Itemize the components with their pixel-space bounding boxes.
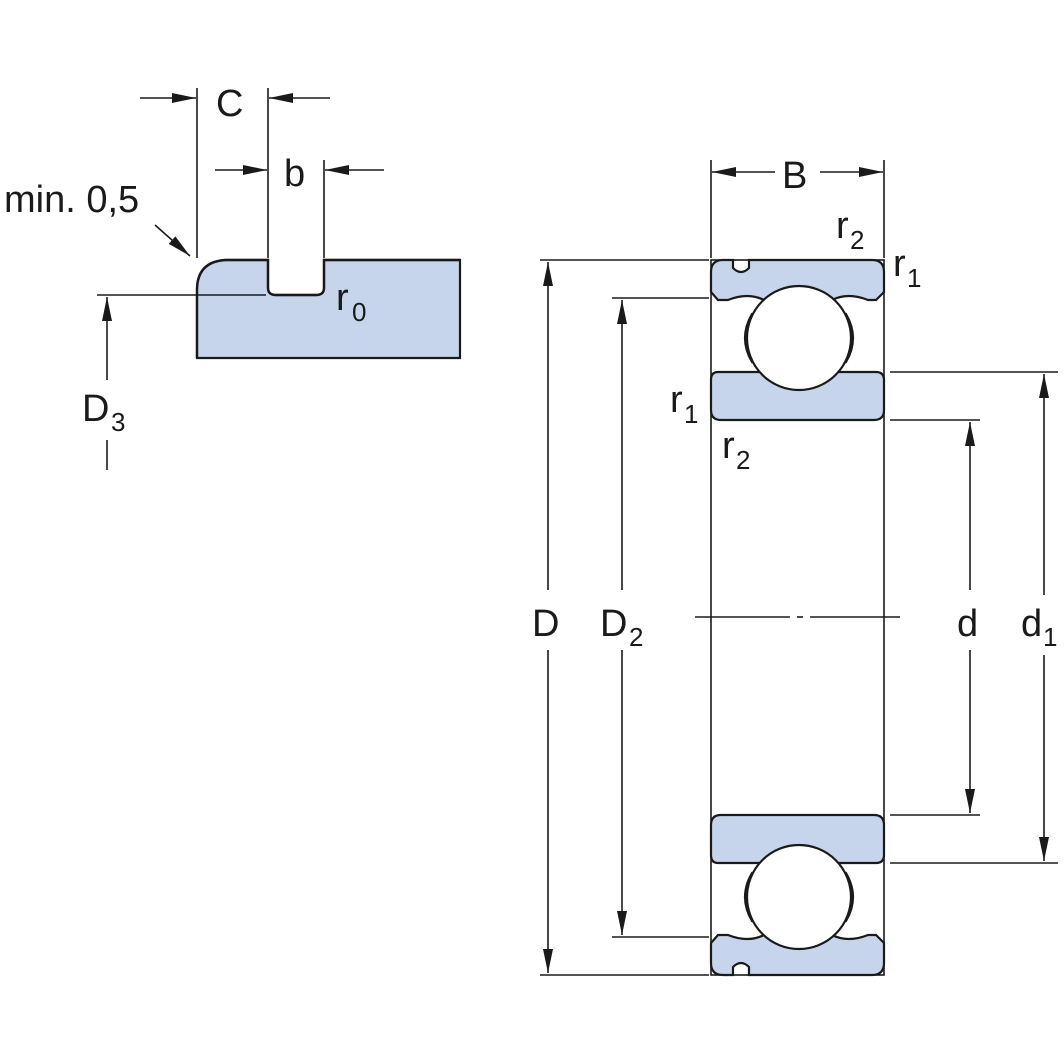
label-d3: D — [82, 388, 109, 430]
inner-ring-bottom — [709, 813, 886, 865]
bearing-section: B D D 2 d d 1 r 2 r 1 r 1 r 2 — [532, 155, 1058, 977]
label-r0-sub: 0 — [352, 297, 366, 327]
inner-ring-top — [709, 370, 886, 422]
label-bearing-b: B — [782, 155, 807, 197]
label-bearing-d1-sub: 1 — [1043, 622, 1057, 652]
label-c: C — [216, 83, 243, 125]
label-r1-top: r — [893, 243, 906, 285]
label-bearing-d-outer: D — [532, 603, 559, 645]
label-bearing-d2: D — [600, 603, 627, 645]
ball-top — [745, 284, 853, 392]
label-bearing-d1: d — [1021, 603, 1042, 645]
label-bearing-d-bore: d — [957, 603, 978, 645]
chamfer-leader — [154, 224, 191, 257]
label-bearing-d2-sub: 2 — [629, 622, 643, 652]
groove-detail-outline — [195, 258, 460, 358]
groove-detail-section — [195, 258, 462, 360]
label-r1-top-sub: 1 — [907, 263, 921, 293]
groove-detail: C b min. 0,5 r 0 D 3 — [4, 83, 462, 470]
outer-ring-bottom — [709, 933, 886, 977]
label-r1-mid-sub: 1 — [684, 399, 698, 429]
label-min-chamfer: min. 0,5 — [4, 179, 139, 221]
label-b: b — [284, 153, 305, 195]
label-r2-top-sub: 2 — [850, 225, 864, 255]
label-d3-sub: 3 — [111, 407, 125, 437]
label-r2-top: r — [836, 205, 849, 247]
label-r0: r — [336, 277, 349, 319]
label-r2-mid: r — [722, 425, 735, 467]
outer-ring-top — [709, 258, 886, 302]
label-r1-mid: r — [670, 379, 683, 421]
label-r2-mid-sub: 2 — [736, 445, 750, 475]
ball-bottom — [745, 843, 853, 951]
